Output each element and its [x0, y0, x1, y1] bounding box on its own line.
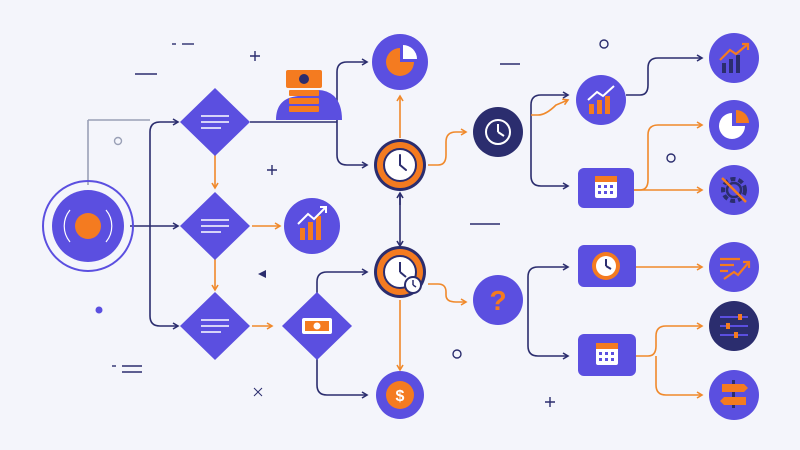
pie-chart-icon	[719, 110, 749, 139]
decision-1[interactable]	[180, 88, 250, 156]
connectors-dark	[87, 54, 704, 399]
pie-chart-top[interactable]	[372, 34, 428, 90]
question[interactable]: ?	[473, 275, 523, 325]
text-lines-icon	[201, 115, 229, 129]
clock-icon	[485, 119, 511, 145]
pie-chart-2[interactable]	[709, 100, 759, 150]
dollar-sign: $	[396, 388, 405, 405]
growth-2[interactable]	[576, 75, 626, 125]
question-mark: ?	[489, 285, 506, 316]
clock-timer-icon	[399, 262, 422, 294]
bar-chart-growth-icon	[587, 85, 615, 114]
target-icon	[75, 213, 101, 239]
money-stack-icon	[286, 70, 322, 112]
signpost[interactable]	[709, 370, 759, 420]
text-lines-icon	[201, 319, 229, 333]
sliders-icon	[720, 314, 748, 338]
calendar-icon	[595, 176, 617, 198]
start-node[interactable]	[42, 180, 134, 272]
clock-2[interactable]	[473, 107, 523, 157]
calendar-1[interactable]	[578, 168, 634, 208]
decorative-marks	[95, 39, 676, 407]
dollar-icon: $	[386, 381, 414, 409]
gear-icon	[721, 177, 747, 203]
trend[interactable]	[709, 242, 759, 292]
gear[interactable]	[709, 165, 759, 215]
trend-lines-icon	[720, 257, 751, 280]
question-icon: ?	[489, 285, 506, 316]
clock-icon	[399, 154, 407, 171]
money-stack[interactable]	[276, 70, 342, 120]
decision-4[interactable]	[282, 292, 352, 360]
bar-chart-growth-icon	[719, 42, 750, 73]
money-bill-icon	[302, 318, 332, 334]
sliders[interactable]	[709, 301, 759, 351]
text-lines-icon	[201, 219, 229, 233]
connectors-orange	[211, 94, 704, 399]
clock-3[interactable]	[578, 245, 636, 287]
bar-chart-growth-icon	[297, 206, 327, 240]
signpost-icon	[720, 380, 748, 408]
decision-3[interactable]	[180, 292, 250, 360]
calendar-icon	[596, 343, 618, 365]
dollar[interactable]: $	[376, 371, 424, 419]
clock-timer[interactable]	[374, 246, 426, 298]
clock-icon	[592, 252, 620, 280]
bar-chart-growth[interactable]	[284, 198, 340, 254]
growth-3[interactable]	[709, 33, 759, 83]
clock-1[interactable]	[374, 139, 426, 191]
calendar-2[interactable]	[578, 334, 636, 376]
decision-2[interactable]	[180, 192, 250, 260]
pie-chart-icon	[386, 45, 417, 76]
